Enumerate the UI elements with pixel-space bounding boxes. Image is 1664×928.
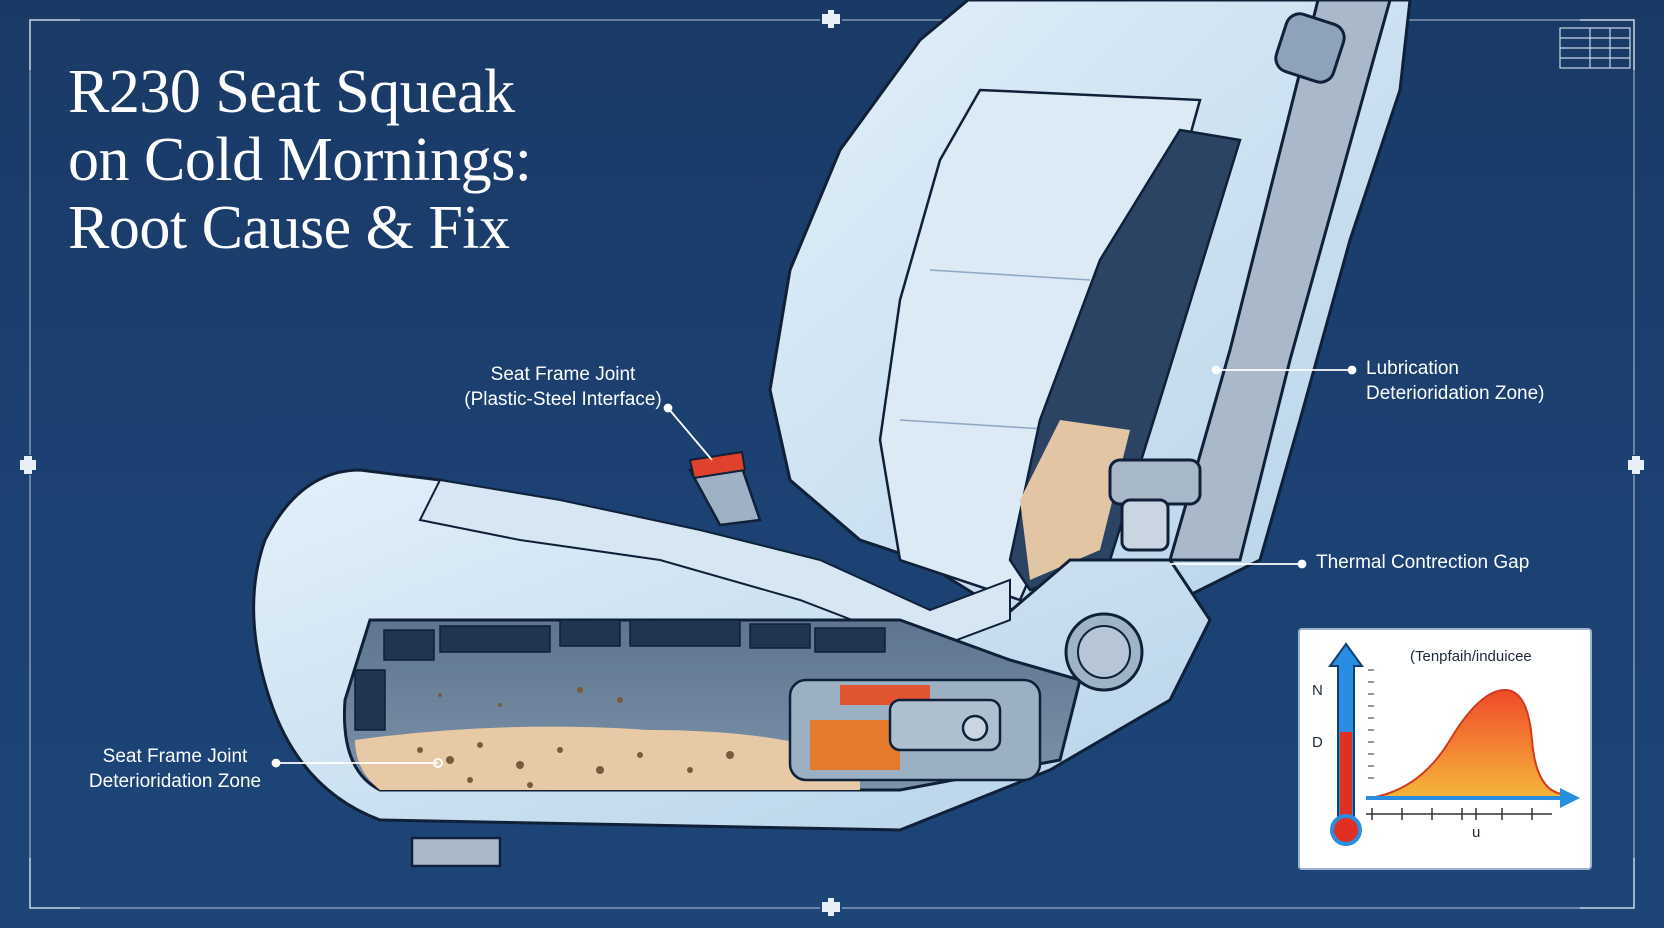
- corner-grid-icon: [1559, 27, 1631, 69]
- leader-lines: [271, 365, 1357, 768]
- belt-guide: [1274, 12, 1346, 84]
- seat-belt: [1168, 0, 1392, 562]
- x-axis-arrow: [1560, 788, 1580, 808]
- inset-chart-graphic: [1328, 642, 1580, 846]
- callout-thermal-gap: Thermal Contrection Gap: [1316, 550, 1576, 575]
- callout-frame-joint-bottom: Seat Frame Joint Deterioridation Zone: [80, 744, 270, 794]
- callout-frame-joint-top-line2: (Plastic-Steel Interface): [464, 389, 662, 410]
- page-title: R230 Seat Squeak on Cold Mornings: Root …: [68, 58, 532, 262]
- callout-lubrication-line1: Lubrication: [1366, 358, 1459, 379]
- seat-backrest: [768, 0, 1412, 612]
- callout-frame-joint-top: Seat Frame Joint (Plastic-Steel Interfac…: [458, 362, 668, 412]
- inset-x-tick: u: [1472, 824, 1481, 841]
- callout-thermal-line1: Thermal Contrection Gap: [1316, 552, 1530, 573]
- seat-foot: [410, 836, 502, 868]
- callout-frame-joint-bottom-line2: Deterioridation Zone: [88, 771, 262, 792]
- callout-frame-joint-top-line1: Seat Frame Joint: [490, 364, 636, 385]
- title-line-2: on Cold Mornings:: [68, 126, 532, 194]
- callout-lubrication: Lubrication Deterioridation Zone): [1366, 356, 1626, 406]
- title-line-1: R230 Seat Squeak: [68, 58, 515, 126]
- temperature-curve: [1369, 688, 1563, 799]
- belt-buckle: [1108, 458, 1202, 506]
- inset-y-tick-bottom: D: [1312, 734, 1323, 751]
- temperature-inset-chart: (Tenpfaih/induicee N D u: [1298, 628, 1592, 870]
- callout-lubrication-line2: Deterioridation Zone): [1366, 383, 1545, 404]
- backrest-debris: [1020, 420, 1130, 580]
- inset-chart-title: (Tenpfaih/induicee: [1410, 648, 1532, 665]
- thermometer-icon: [1328, 642, 1364, 846]
- seat-cushion: [252, 450, 1212, 868]
- callout-frame-joint-bottom-line1: Seat Frame Joint: [102, 746, 248, 767]
- title-line-3: Root Cause & Fix: [68, 194, 510, 262]
- inset-y-tick-top: N: [1312, 682, 1323, 699]
- frame-markers: [20, 10, 1644, 916]
